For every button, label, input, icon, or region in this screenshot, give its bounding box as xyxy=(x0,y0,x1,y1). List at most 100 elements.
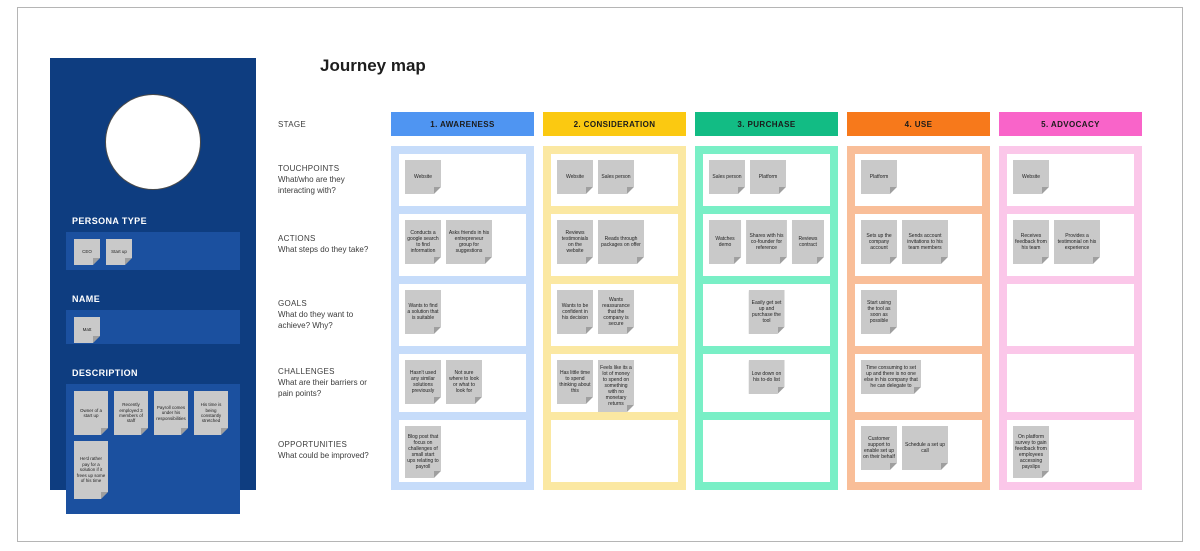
page-title: Journey map xyxy=(320,56,426,75)
name-heading: NAME xyxy=(72,294,101,304)
persona-avatar xyxy=(105,94,201,190)
name-band: Matt xyxy=(66,310,240,344)
sticky-note[interactable]: Easily get set up and purchase the tool xyxy=(749,290,785,334)
sticky-note[interactable]: Matt xyxy=(74,317,100,343)
cell-awareness-goals: Wants to find a solution that is suitabl… xyxy=(399,284,526,346)
sticky-note[interactable]: Reads through packages on offer xyxy=(598,220,644,264)
sticky-note[interactable]: Has little time to spend thinking about … xyxy=(557,360,593,404)
sticky-note[interactable]: Wants to find a solution that is suitabl… xyxy=(405,290,441,334)
sticky-note[interactable]: Watches demo xyxy=(709,220,741,264)
cell-use-goals: Start using the tool as soon as possible xyxy=(855,284,982,346)
cell-advocacy-actions: Receives feedback from his team Provides… xyxy=(1007,214,1134,276)
sticky-note[interactable]: Time consuming to set up and there is no… xyxy=(861,360,921,394)
cell-advocacy-challenges xyxy=(1007,354,1134,412)
sticky-note[interactable]: Sales person xyxy=(709,160,745,194)
persona-panel: PERSONA TYPE CEO Start up NAME Matt DESC… xyxy=(50,58,256,514)
stage-column-use: 4. USE Platform Sets up the company acco… xyxy=(847,112,990,490)
sticky-note[interactable]: Blog post that focus on challenges of sm… xyxy=(405,426,441,478)
stage-header-purchase: 3. PURCHASE xyxy=(695,112,838,136)
sticky-note[interactable]: Platform xyxy=(861,160,897,194)
stage-header-consideration: 2. CONSIDERATION xyxy=(543,112,686,136)
journey-grid: STAGE TOUCHPOINTS What/who are they inte… xyxy=(278,112,1142,490)
sticky-note[interactable]: Recently employed 3 members of staff xyxy=(114,391,148,435)
sticky-note[interactable]: Low down on his to-do list xyxy=(749,360,785,394)
sticky-note[interactable]: Platform xyxy=(750,160,786,194)
stage-header-advocacy: 5. ADVOCACY xyxy=(999,112,1142,136)
sticky-note[interactable]: Owner of a start up xyxy=(74,391,108,435)
row-label-goals: GOALS xyxy=(278,299,308,309)
stage-header-use: 4. USE xyxy=(847,112,990,136)
stage-header-awareness: 1. AWARENESS xyxy=(391,112,534,136)
stage-column-consideration: 2. CONSIDERATION Website Sales person Re… xyxy=(543,112,686,490)
cell-consideration-opportunities xyxy=(551,420,678,482)
cell-advocacy-touchpoints: Website xyxy=(1007,154,1134,206)
sticky-note[interactable]: Start up xyxy=(106,239,132,265)
cell-use-touchpoints: Platform xyxy=(855,154,982,206)
persona-type-heading: PERSONA TYPE xyxy=(72,216,147,226)
cell-use-opportunities: Customer support to enable set up on the… xyxy=(855,420,982,482)
sticky-note[interactable]: Customer support to enable set up on the… xyxy=(861,426,897,470)
cell-consideration-touchpoints: Website Sales person xyxy=(551,154,678,206)
description-band: Owner of a start up Recently employed 3 … xyxy=(66,384,240,514)
cell-awareness-opportunities: Blog post that focus on challenges of sm… xyxy=(399,420,526,482)
sticky-note[interactable]: Website xyxy=(405,160,441,194)
sticky-note[interactable]: His time is being constantly stretched xyxy=(194,391,228,435)
sticky-note[interactable]: Reviews contract xyxy=(792,220,824,264)
sticky-note[interactable]: Website xyxy=(557,160,593,194)
cell-purchase-goals: Easily get set up and purchase the tool xyxy=(703,284,830,346)
stage-body-consideration: Website Sales person Reviews testimonial… xyxy=(543,146,686,490)
cell-consideration-challenges: Has little time to spend thinking about … xyxy=(551,354,678,412)
description-heading: DESCRIPTION xyxy=(72,368,138,378)
row-sublabel-actions: What steps do they take? xyxy=(278,245,369,255)
sticky-note[interactable]: He'd rather pay for a solution if it fre… xyxy=(74,441,108,499)
cell-purchase-challenges: Low down on his to-do list xyxy=(703,354,830,412)
row-labels-column: STAGE TOUCHPOINTS What/who are they inte… xyxy=(278,112,382,490)
sticky-note[interactable]: Sales person xyxy=(598,160,634,194)
row-label-stage: STAGE xyxy=(278,119,307,129)
sticky-note[interactable]: Sets up the company account xyxy=(861,220,897,264)
sticky-note[interactable]: Wants to be confident in his decision xyxy=(557,290,593,334)
sticky-note[interactable]: Provides a testimonial on his experience xyxy=(1054,220,1100,264)
cell-consideration-goals: Wants to be confident in his decision Wa… xyxy=(551,284,678,346)
sticky-note[interactable]: Wants reassurance that the company is se… xyxy=(598,290,634,334)
cell-use-challenges: Time consuming to set up and there is no… xyxy=(855,354,982,412)
sticky-note[interactable]: Asks friends in his entrepreneur group f… xyxy=(446,220,492,264)
row-label-opportunities: OPPORTUNITIES xyxy=(278,440,348,450)
row-label-actions: ACTIONS xyxy=(278,234,316,244)
sticky-note[interactable]: Not sure where to look or what to look f… xyxy=(446,360,482,404)
sticky-note[interactable]: Schedule a set up call xyxy=(902,426,948,470)
sticky-note[interactable]: Feels like its a lot of money to spend o… xyxy=(598,360,634,412)
row-label-touchpoints: TOUCHPOINTS xyxy=(278,164,340,174)
sticky-note[interactable]: Hasn't used any similar solutions previo… xyxy=(405,360,441,404)
sticky-note[interactable]: Website xyxy=(1013,160,1049,194)
cell-purchase-actions: Watches demo Shares with his co-founder … xyxy=(703,214,830,276)
row-sublabel-touchpoints: What/who are they interacting with? xyxy=(278,175,345,195)
cell-awareness-actions: Conducts a google search to find informa… xyxy=(399,214,526,276)
sticky-note[interactable]: Shares with his co-founder for reference xyxy=(746,220,787,264)
row-sublabel-challenges: What are their barriers or pain points? xyxy=(278,378,367,398)
sticky-note[interactable]: Sends account invitations to his team me… xyxy=(902,220,948,264)
row-sublabel-goals: What do they want to achieve? Why? xyxy=(278,310,354,330)
row-sublabel-opportunities: What could be improved? xyxy=(278,451,369,461)
cell-advocacy-goals xyxy=(1007,284,1134,346)
row-label-challenges: CHALLENGES xyxy=(278,367,335,377)
cell-awareness-touchpoints: Website xyxy=(399,154,526,206)
cell-purchase-touchpoints: Sales person Platform xyxy=(703,154,830,206)
sticky-note[interactable]: Receives feedback from his team xyxy=(1013,220,1049,264)
sticky-note[interactable]: Payroll comes under his responsibilities xyxy=(154,391,188,435)
board-frame xyxy=(17,7,1183,542)
sticky-note[interactable]: Reviews testimonials on the website xyxy=(557,220,593,264)
stage-column-advocacy: 5. ADVOCACY Website Receives feedback fr… xyxy=(999,112,1142,490)
sticky-note[interactable]: Start using the tool as soon as possible xyxy=(861,290,897,334)
stage-body-advocacy: Website Receives feedback from his team … xyxy=(999,146,1142,490)
stage-body-purchase: Sales person Platform Watches demo Share… xyxy=(695,146,838,490)
cell-use-actions: Sets up the company account Sends accoun… xyxy=(855,214,982,276)
stage-column-purchase: 3. PURCHASE Sales person Platform Watche… xyxy=(695,112,838,490)
cell-purchase-opportunities xyxy=(703,420,830,482)
sticky-note[interactable]: CEO xyxy=(74,239,100,265)
cell-consideration-actions: Reviews testimonials on the website Read… xyxy=(551,214,678,276)
sticky-note[interactable]: On platform survey to gain feedback from… xyxy=(1013,426,1049,478)
persona-type-band: CEO Start up xyxy=(66,232,240,270)
sticky-note[interactable]: Conducts a google search to find informa… xyxy=(405,220,441,264)
